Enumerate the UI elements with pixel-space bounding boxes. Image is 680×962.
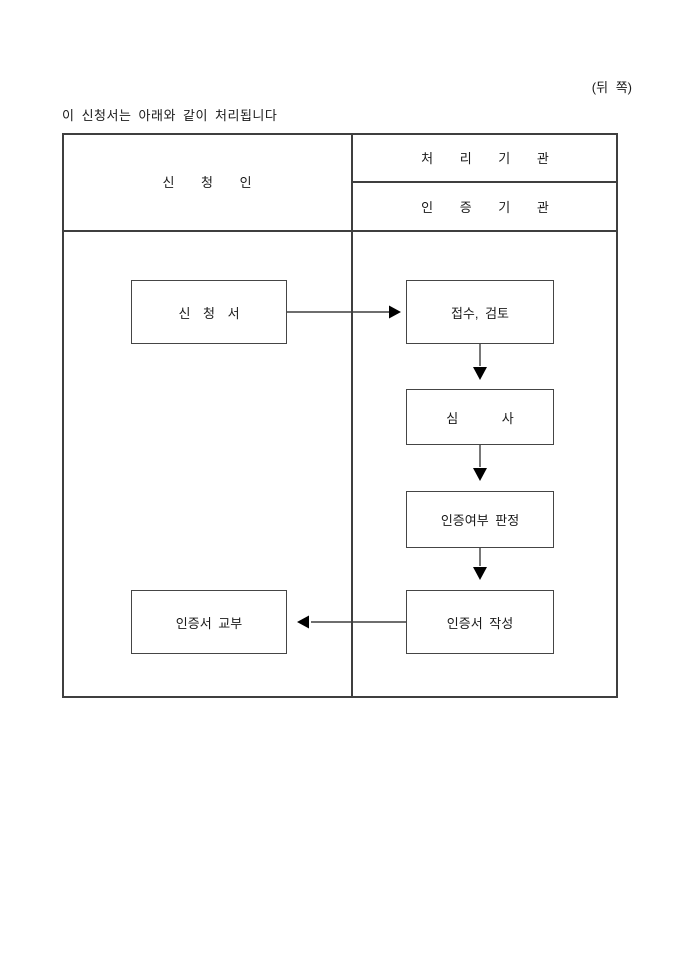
- table-header-bottom-line: [62, 230, 618, 232]
- flow-box-certificate-creation: 인증서 작성: [406, 590, 554, 654]
- page-title: 이 신청서는 아래와 같이 처리됩니다: [62, 108, 278, 123]
- header-cell-certification-agency: 인 증 기 관: [421, 200, 549, 215]
- header-cell-processing-agency: 처 리 기 관: [421, 150, 549, 166]
- back-side-note: (뒤 쪽): [591, 80, 632, 95]
- flow-box-examination: 심 사: [406, 389, 554, 445]
- flow-box-certification-decision: 인증여부 판정: [406, 491, 554, 548]
- flow-box-application: 신 청 서: [131, 280, 287, 344]
- header-cell-applicant: 신 청 인: [162, 175, 252, 190]
- table-header-split-line: [352, 181, 618, 183]
- flow-box-receipt-review: 접수, 검토: [406, 280, 554, 344]
- flow-box-certificate-issuance: 인증서 교부: [131, 590, 287, 654]
- table-column-divider: [351, 133, 353, 698]
